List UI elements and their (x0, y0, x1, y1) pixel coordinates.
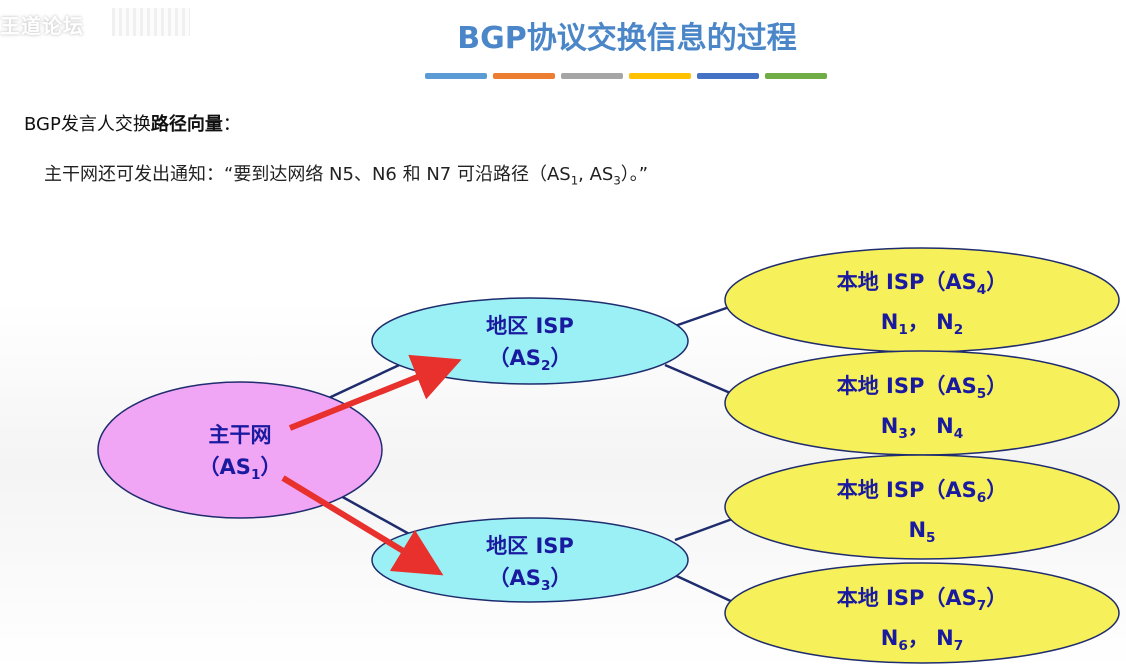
arrow-to-as2 (288, 354, 462, 431)
color-bar-3 (561, 73, 623, 79)
local-isp-as5-label: 本地 ISP（AS5） N3， N4 (836, 374, 1008, 443)
slide-title: BGP协议交换信息的过程 (457, 21, 797, 56)
color-bar-2 (493, 73, 555, 79)
local-isp-as6-label: 本地 ISP（AS6） N5 (836, 478, 1008, 547)
color-bar-1 (425, 73, 487, 79)
arrow-to-as3 (281, 475, 444, 576)
notice-text: 主干网还可发出通知：“要到达网络 N5、N6 和 N7 可沿路径（AS1, AS… (44, 164, 649, 188)
backbone-node (97, 381, 383, 519)
regional-isp-as2-label: 地区 ISP （AS2） (486, 314, 574, 375)
color-bar-6 (765, 73, 827, 79)
section-heading: BGP发言人交换路径向量： (24, 114, 241, 135)
link-as3-as6 (674, 516, 736, 542)
local-isp-as4-label: 本地 ISP（AS4） N1， N2 (836, 270, 1008, 339)
local-isp-as6-node (724, 454, 1120, 560)
link-as2-as5 (664, 363, 736, 397)
color-bar-4 (629, 73, 691, 79)
regional-isp-as3-node (371, 517, 689, 603)
color-bar-5 (697, 73, 759, 79)
link-as3-as7 (667, 570, 736, 605)
watermark-text: 王道论坛 (0, 14, 84, 38)
backbone-label: 主干网 （AS1） (198, 423, 282, 484)
link-as1-as2 (317, 358, 411, 405)
watermark-blur (112, 8, 190, 36)
local-isp-as7-node (724, 562, 1120, 664)
local-isp-as7-label: 本地 ISP（AS7） N6， N7 (836, 586, 1008, 655)
title-color-bars (425, 73, 827, 79)
regional-isp-as3-label: 地区 ISP （AS3） (486, 534, 574, 595)
link-as2-as4 (671, 303, 736, 329)
